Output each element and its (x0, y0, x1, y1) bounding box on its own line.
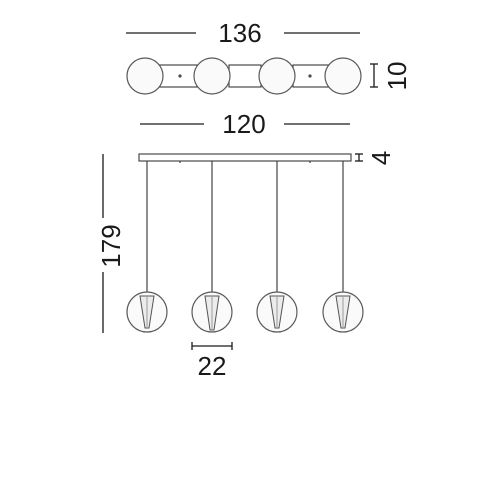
top-view: 136 10 (126, 18, 412, 95)
overall-length-label: 136 (218, 18, 261, 48)
top-view-bars (158, 64, 332, 88)
pendant-3 (256, 291, 298, 333)
mount-point-1 (178, 74, 182, 78)
glass-globe-icon (324, 57, 362, 95)
side-view: 120 4 179 (96, 109, 396, 381)
glass-globe-icon (258, 57, 296, 95)
pendant-4 (322, 291, 364, 333)
canopy-length-label: 120 (222, 109, 265, 139)
body-height-label: 10 (382, 62, 412, 91)
canopy-thickness-label: 4 (366, 151, 396, 165)
pendant-2 (191, 291, 233, 333)
top-view-globes (126, 57, 362, 95)
connector-bar-2 (228, 64, 262, 88)
glass-globe-icon (126, 57, 164, 95)
suspension-cables (146, 161, 344, 292)
body-height-dimension: 10 (370, 62, 412, 91)
canopy-length-dimension: 120 (140, 109, 350, 139)
overall-length-dimension: 136 (126, 18, 360, 48)
canopy-body (138, 153, 352, 162)
ceiling-canopy-bar (138, 153, 352, 163)
pendant-globes (126, 291, 364, 333)
connector-bar-1 (158, 64, 198, 88)
total-drop-dimension: 179 (96, 154, 126, 333)
glass-globe-icon (193, 57, 231, 95)
mount-point-2 (308, 74, 312, 78)
canopy-thickness-dimension: 4 (355, 151, 396, 165)
pendant-1 (126, 291, 168, 333)
globe-diameter-label: 22 (198, 351, 227, 381)
globe-diameter-dimension: 22 (191, 342, 233, 381)
total-drop-label: 179 (96, 224, 126, 267)
